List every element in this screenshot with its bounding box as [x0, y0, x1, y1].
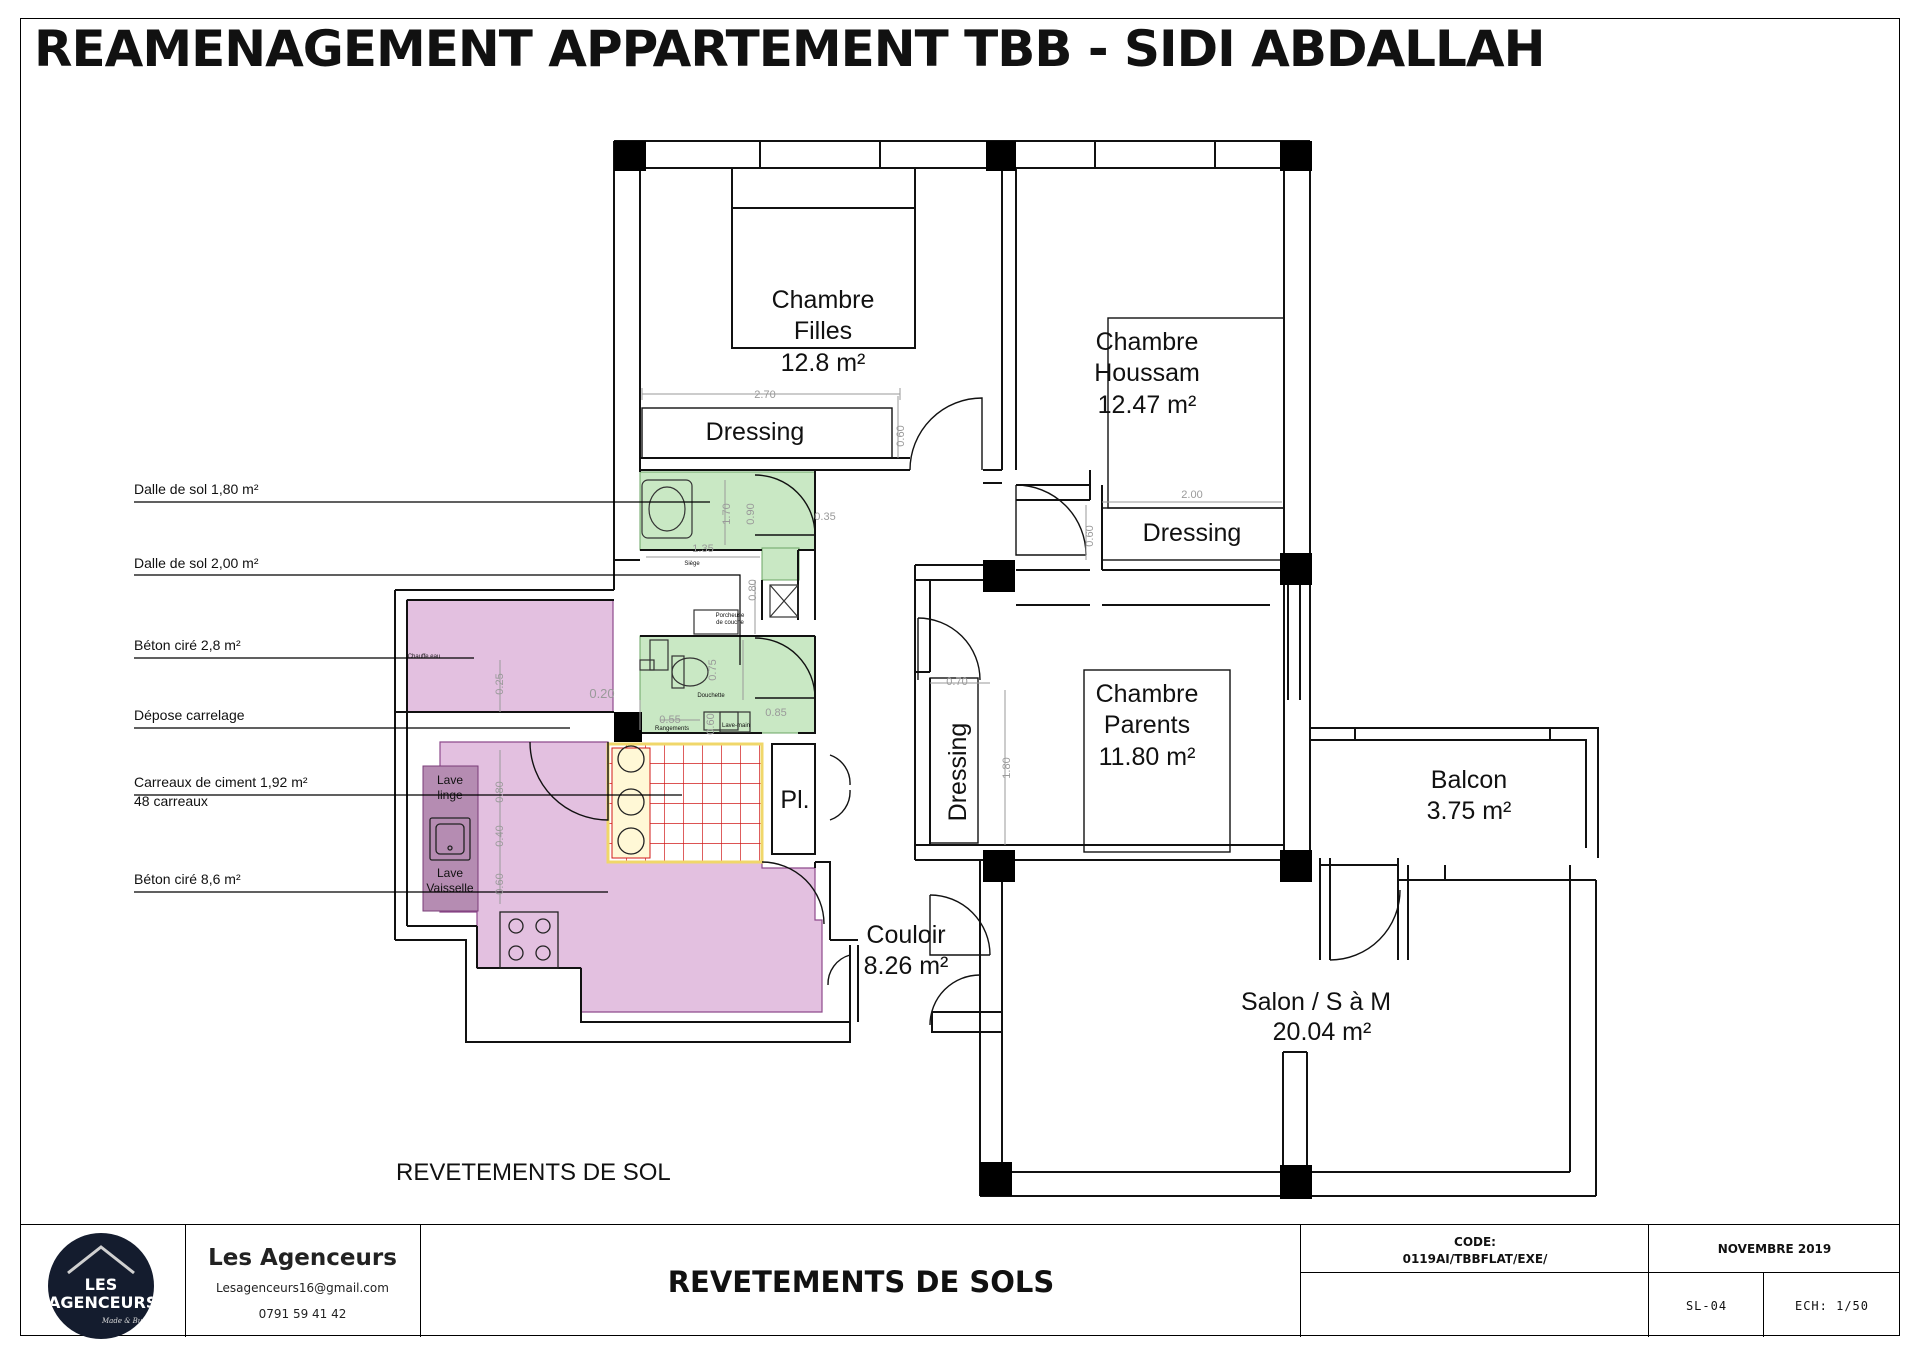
- company-phone: 0791 59 41 42: [258, 1307, 347, 1321]
- code-empty-cell: [1301, 1273, 1649, 1337]
- room-label-chambre-houssam-2: Houssam: [1094, 359, 1200, 387]
- code-label: CODE:: [1454, 1235, 1496, 1249]
- room-area-salon: 20.04 m²: [1273, 1018, 1372, 1046]
- dim-040: 0.40: [494, 825, 506, 846]
- logo-line-1: LES: [84, 1275, 118, 1294]
- legend-dalle-1: Dalle de sol 1,80 m²: [134, 481, 259, 497]
- dimension-lines: [499, 388, 1282, 904]
- fixture-lave-linge-2: linge: [437, 788, 463, 802]
- dim-170: 1.70: [721, 503, 733, 524]
- fixture-porcheuse-1: Porcheuse: [716, 613, 745, 619]
- placard-label: Pl.: [780, 786, 809, 814]
- sheet-title: REVETEMENTS DE SOLS: [667, 1265, 1055, 1299]
- fixture-lave-vaisselle-2: Vaisselle: [426, 881, 473, 895]
- dim-020: 0.20: [589, 686, 614, 701]
- room-area-chambre-houssam: 12.47 m²: [1098, 391, 1197, 419]
- room-label-chambre-filles-1: Chambre: [772, 286, 875, 314]
- dim-035: 0.35: [814, 511, 835, 523]
- dim-060-b: 0.60: [1084, 525, 1096, 546]
- room-label-chambre-parents-2: Parents: [1104, 711, 1190, 739]
- dim-075: 0.75: [707, 659, 719, 680]
- fixture-lave-main: Lave-main: [722, 723, 750, 729]
- room-area-couloir: 8.26 m²: [864, 952, 949, 980]
- house-roof-icon: [67, 1245, 135, 1275]
- fixture-lave-vaisselle-1: Lave: [437, 866, 463, 880]
- company-logo: LES AGENCEURS Made & Build: [48, 1233, 154, 1339]
- dim-135: 1.35: [692, 543, 713, 555]
- fixture-rangements: Rangements: [655, 726, 689, 732]
- scale-cell: ECH: 1/50: [1764, 1273, 1900, 1337]
- dressing-label-filles: Dressing: [706, 418, 805, 446]
- structural-columns: [614, 141, 1312, 1199]
- room-area-chambre-parents: 11.80 m²: [1099, 743, 1196, 771]
- dim-055: 0.55: [659, 714, 680, 726]
- legend-carreaux: Carreaux de ciment 1,92 m²: [134, 774, 308, 790]
- room-label-salon: Salon / S à M: [1241, 988, 1391, 1016]
- company-name: Les Agenceurs: [208, 1245, 397, 1271]
- dim-060-d: 0.60: [494, 873, 506, 894]
- legend-leader-lines: [134, 501, 741, 893]
- room-label-chambre-parents-1: Chambre: [1096, 680, 1199, 708]
- dressing-label-parents: Dressing: [944, 723, 972, 822]
- room-label-chambre-houssam-1: Chambre: [1096, 328, 1199, 356]
- dim-070: 0.70: [946, 676, 967, 688]
- beton-cire-zone-cellier: [406, 599, 614, 713]
- carreaux-de-ciment-zone: [606, 742, 764, 864]
- dim-200: 2.00: [1181, 489, 1202, 501]
- dim-085: 0.85: [765, 707, 786, 719]
- legend-carreaux-count: 48 carreaux: [134, 793, 208, 809]
- room-label-balcon: Balcon: [1431, 766, 1507, 794]
- dim-060-c: 0.60: [705, 713, 717, 734]
- dim-080: 0.80: [747, 579, 759, 600]
- date-cell: NOVEMBRE 2019: [1649, 1225, 1900, 1273]
- drawing-sheet-frame: [20, 18, 1900, 1336]
- logo-cell: LES AGENCEURS Made & Build: [20, 1225, 186, 1339]
- company-cell: Les Agenceurs Lesagenceurs16@gmail.com 0…: [186, 1225, 421, 1337]
- fixture-siege: Siège: [684, 561, 700, 567]
- dim-180: 1.80: [1001, 757, 1013, 778]
- kitchen-fixtures: [429, 745, 645, 969]
- company-email: Lesagenceurs16@gmail.com: [216, 1281, 389, 1295]
- drawing-title: REAMENAGEMENT APPARTEMENT TBB - SIDI ABD…: [34, 20, 1545, 78]
- code-value: 0119AI/TBBFLAT/EXE/: [1402, 1252, 1548, 1266]
- beton-cire-zone-cuisine: [422, 741, 823, 1013]
- room-label-chambre-filles-2: Filles: [794, 317, 852, 345]
- logo-signature: Made & Build: [102, 1317, 152, 1325]
- sheet-title-cell: REVETEMENTS DE SOLS: [421, 1225, 1301, 1337]
- dim-025: 0.25: [494, 673, 506, 694]
- dressing-label-houssam: Dressing: [1143, 519, 1242, 547]
- dim-080-b: 0.80: [494, 781, 506, 802]
- dim-060-a: 0.60: [895, 425, 907, 446]
- code-cell: CODE: 0119AI/TBBFLAT/EXE/: [1301, 1225, 1649, 1273]
- door-swings: [529, 397, 1401, 1026]
- dalle-zone-salle-de-bain: [639, 471, 816, 581]
- dressing-cabinets: [641, 317, 1285, 853]
- room-area-chambre-filles: 12.8 m²: [781, 349, 866, 377]
- legend-beton-2: Béton ciré 8,6 m²: [134, 871, 241, 887]
- drawing-date: NOVEMBRE 2019: [1717, 1242, 1832, 1256]
- title-block: LES AGENCEURS Made & Build Les Agenceurs…: [20, 1224, 1900, 1339]
- room-label-couloir: Couloir: [866, 921, 945, 949]
- fixture-douchette: Douchette: [697, 693, 725, 699]
- legend-dalle-2: Dalle de sol 2,00 m²: [134, 555, 259, 571]
- drawing-scale: ECH: 1/50: [1794, 1299, 1870, 1313]
- sheet-number: SL-04: [1685, 1299, 1728, 1313]
- fixture-chauffe-eau: Chauffe eau: [408, 654, 441, 660]
- sheet-number-cell: SL-04: [1649, 1273, 1764, 1337]
- drawing-caption: REVETEMENTS DE SOL: [396, 1159, 671, 1186]
- legend-beton-1: Béton ciré 2,8 m²: [134, 637, 241, 653]
- dim-090: 0.90: [745, 503, 757, 524]
- fixture-porcheuse-2: de couche: [716, 620, 744, 626]
- sanitary-fixtures: [639, 479, 799, 733]
- logo-line-2: AGENCEURS: [48, 1293, 154, 1312]
- legend-depose: Dépose carrelage: [134, 707, 245, 723]
- room-area-balcon: 3.75 m²: [1427, 797, 1512, 825]
- walls: [394, 140, 1599, 1197]
- fixture-lave-linge-1: Lave: [437, 773, 463, 787]
- dim-270: 2.70: [754, 389, 775, 401]
